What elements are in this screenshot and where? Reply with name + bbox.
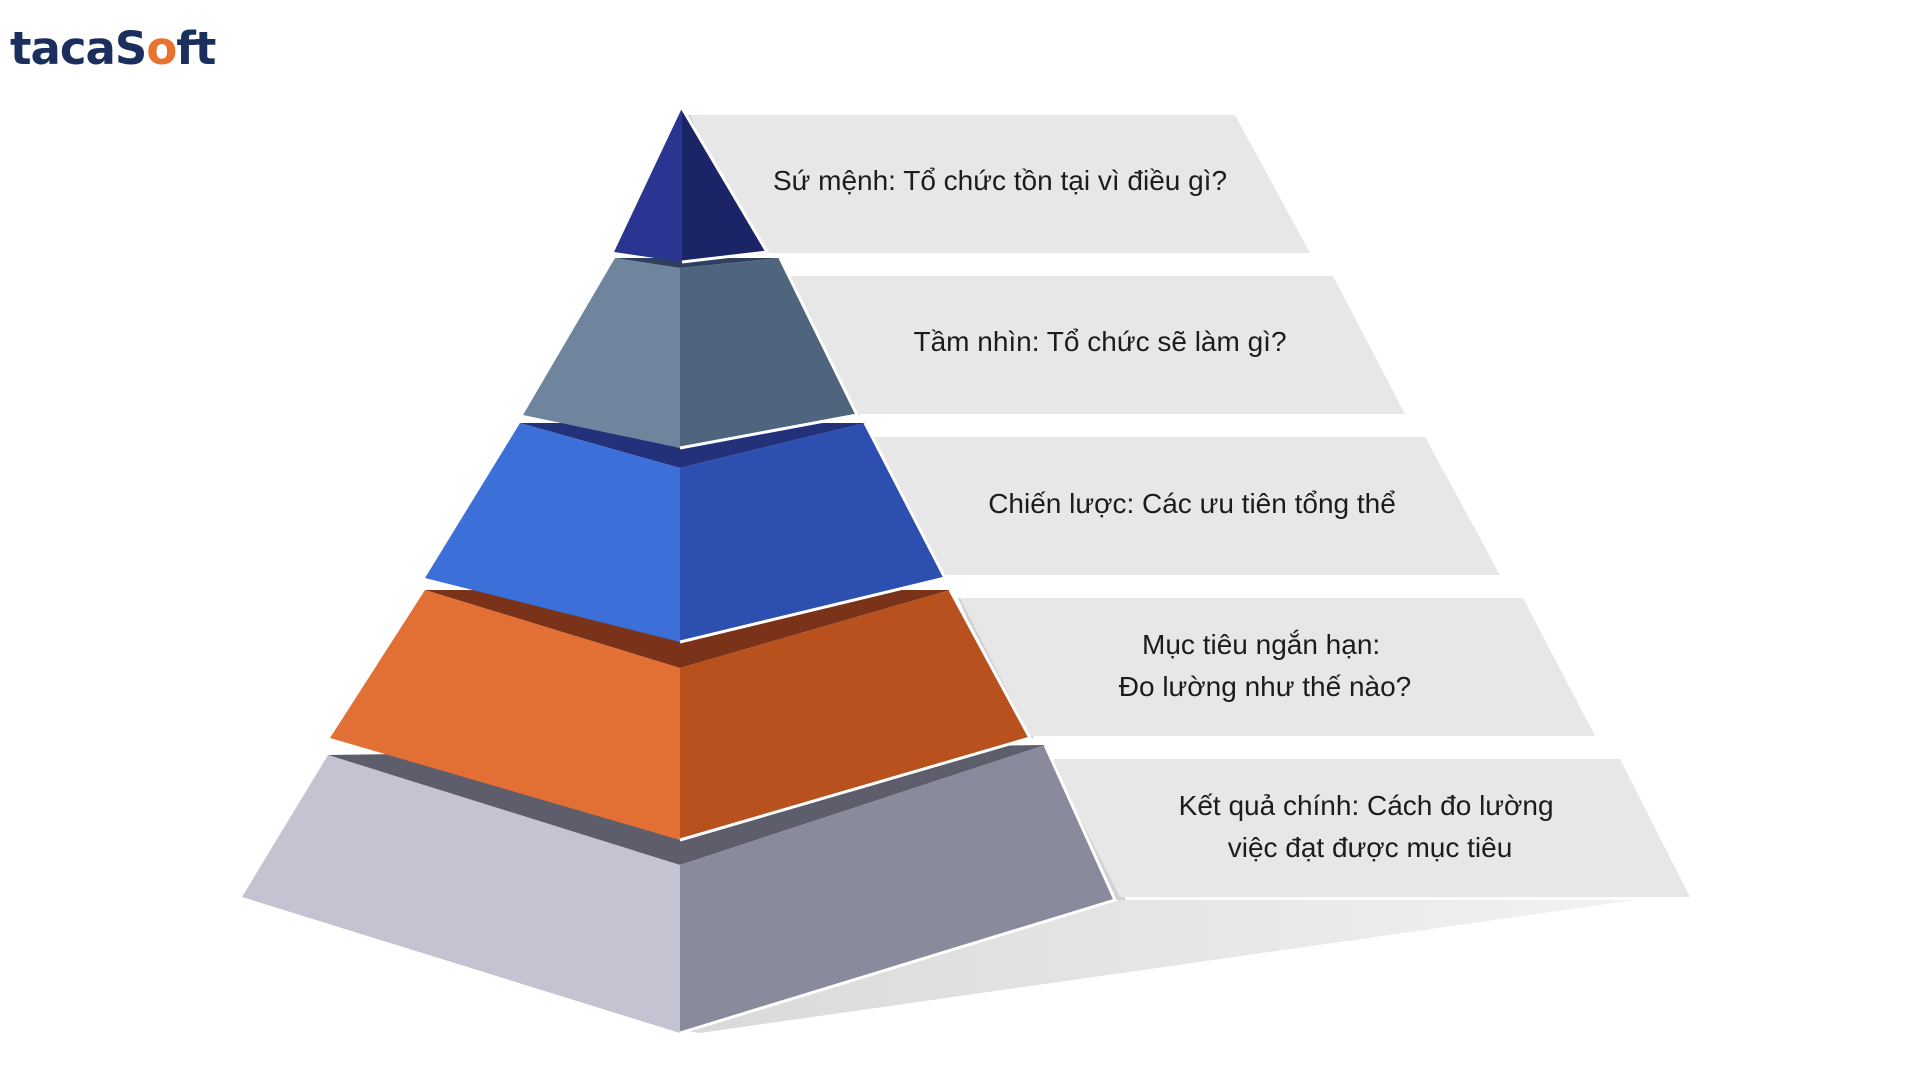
tacasoft-logo: tacaSoft [10,26,216,71]
label-band-1 [690,115,1310,253]
pyramid-level-2 [523,257,860,450]
label-level-5: Kết quả chính: Cách đo lường việc đạt đư… [1179,790,1562,863]
pyramid-level-1 [614,107,770,264]
level-5-right-face [680,745,1115,1033]
label-band-3 [874,437,1500,575]
pyramid-ground-shadow [680,900,1635,1033]
logo-text-taca: taca [10,22,116,75]
label-level-3: Chiến lược: Các ưu tiên tổng thể [988,488,1396,519]
level-4-left-face [330,590,680,840]
level-2-top-face [615,258,780,268]
level-3-right-face [680,423,945,642]
label-level-1: Sứ mệnh: Tổ chức tồn tại vì điều gì? [773,165,1227,196]
level-2-right-face [680,258,857,448]
level-4-right-face [680,590,1030,840]
logo-text-ft: ft [176,22,216,75]
level-5-left-face [242,755,680,1033]
pyramid-level-3 [425,422,948,644]
level-2-left-face [523,258,680,448]
logo-text-s: S [114,22,147,75]
label-bands [690,115,1690,897]
logo-accent-o: o [146,22,177,75]
label-band-5 [1050,759,1690,897]
level-1-left-face [614,108,682,262]
label-band-2 [788,276,1405,414]
level-3-left-face [425,423,680,642]
label-level-4: Mục tiêu ngắn hạn: Đo lường như thế nào? [1119,629,1411,702]
label-band-4 [960,598,1595,736]
label-level-2: Tầm nhìn: Tổ chức sẽ làm gì? [913,326,1286,357]
